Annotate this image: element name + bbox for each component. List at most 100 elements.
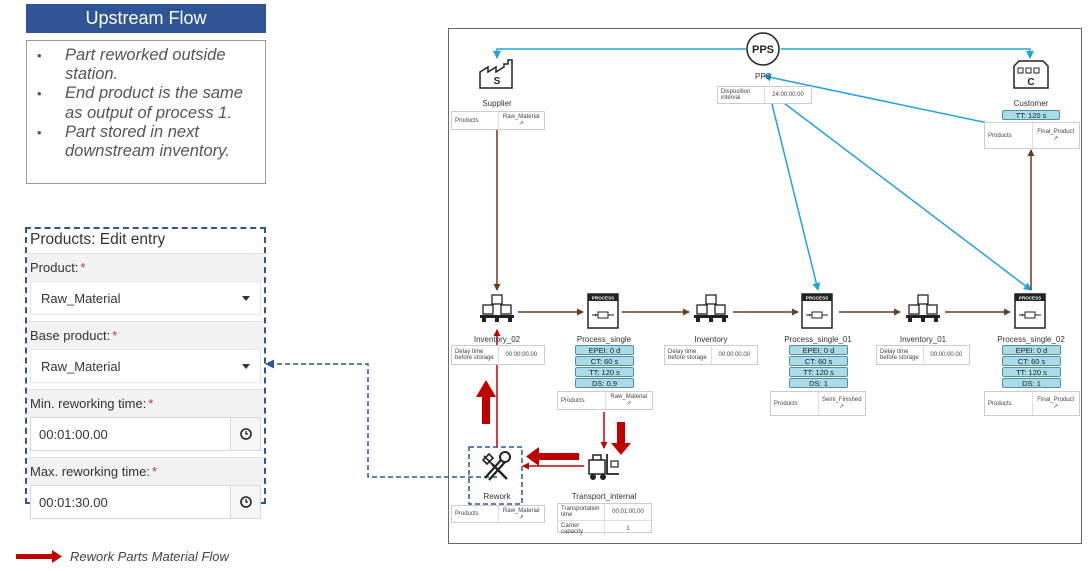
carrier-capacity-value: 1 [626, 526, 630, 532]
rework-properties: Products Raw_Material ↗ [451, 505, 545, 523]
external-link-icon[interactable]: ↗ [518, 121, 524, 127]
process-single-products-key: Products [558, 392, 606, 409]
clock-button[interactable] [231, 417, 261, 451]
inventory-value: 00:00:00.00 [718, 352, 751, 358]
supplier-label: Supplier [482, 99, 512, 108]
process-single-01-properties: Products Semi_Finished ↗ [770, 391, 866, 416]
required-mark: * [80, 260, 86, 275]
supplier-properties: Products Raw_Material ↗ [451, 111, 545, 130]
product-select[interactable]: Raw_Material [30, 281, 261, 315]
process-single-epei-chip: EPEI: 0 d [575, 345, 634, 355]
carrier-capacity-key: Carrier capacity [558, 521, 605, 537]
inventory-02-key: Delay time before storage [452, 346, 499, 364]
inventory-properties: Delay time before storage 00:00:00.00 [664, 345, 758, 365]
notes-box: Part reworked outside station. End produ… [26, 40, 266, 184]
products-edit-form: Products: Edit entry Product:* Raw_Mater… [25, 227, 266, 519]
product-label: Product:* [27, 253, 264, 281]
customer-products-key: Products [985, 123, 1033, 148]
external-link-icon[interactable]: ↗ [626, 401, 632, 407]
external-link-icon[interactable]: ↗ [839, 404, 845, 410]
process-single-02-label: Process_single_02 [997, 335, 1065, 344]
pps-label: PPS [754, 72, 772, 81]
max-rework-label: Max. reworking time:* [27, 457, 264, 485]
pps-properties: Disposition interval 24:00:00.00 [717, 86, 812, 104]
customer-label: Customer [1013, 99, 1049, 108]
product-select-value: Raw_Material [41, 290, 121, 306]
customer-products-value[interactable]: Final_Product ↗ [1033, 123, 1080, 148]
supplier-products-key: Products [452, 112, 499, 129]
process-single-02-epei-chip: EPEI: 0 d [1002, 345, 1061, 355]
process-single-label: Process_single [576, 335, 632, 344]
process-single-02-products-value[interactable]: Final_Product ↗ [1033, 392, 1080, 415]
process-single-products-text: Raw_Material [610, 394, 648, 400]
inventory-label: Inventory [694, 335, 728, 344]
inventory-02-properties: Delay time before storage 00:00:00.00 [451, 345, 545, 365]
external-link-icon[interactable]: ↗ [1053, 404, 1059, 410]
base-product-select-value: Raw_Material [41, 358, 121, 374]
required-mark: * [151, 464, 157, 479]
customer-chips: TT: 120 s [1002, 110, 1060, 120]
clock-icon [239, 428, 252, 440]
max-rework-time-field: 00:01:30.00 [30, 485, 261, 519]
rework-products-value[interactable]: Raw_Material ↗ [499, 506, 545, 522]
process-single-products-value[interactable]: Raw_Material ↗ [606, 392, 653, 409]
caret-down-icon [242, 363, 250, 369]
transport-label: Transport_internal [571, 492, 637, 501]
inventory-01-value: 00:00:00.00 [930, 352, 963, 358]
process-single-01-epei-chip: EPEI: 0 d [789, 345, 848, 355]
max-rework-label-text: Max. reworking time: [30, 464, 150, 479]
process-single-02-products-text: Final_Product [1037, 397, 1075, 403]
customer-tt-chip: TT: 120 s [1002, 110, 1060, 120]
transport-time-key: Transportation time [558, 504, 605, 520]
process-single-01-products-value[interactable]: Semi_Finished ↗ [819, 392, 866, 415]
note-item: Part reworked outside station. [33, 46, 259, 84]
external-link-icon[interactable]: ↗ [518, 514, 524, 521]
min-rework-label: Min. reworking time:* [27, 389, 264, 417]
inventory-key: Delay time before storage [665, 346, 712, 364]
rework-label: Rework [483, 492, 511, 501]
base-product-label-text: Base product: [30, 328, 111, 343]
rework-products-text: Raw_Material [502, 507, 540, 514]
required-mark: * [112, 328, 118, 343]
process-single-02-properties: Products Final_Product ↗ [984, 391, 1080, 416]
legend-rework-flow-label: Rework Parts Material Flow [70, 549, 229, 564]
min-rework-time-input[interactable]: 00:01:00.00 [30, 417, 231, 451]
customer-products-text: Final_Product [1037, 129, 1075, 135]
process-single-01-tt-chip: TT: 120 s [789, 367, 848, 377]
pps-disposition-value: 24:00:00.00 [772, 92, 804, 98]
process-single-01-label: Process_single_01 [784, 335, 852, 344]
max-rework-time-input[interactable]: 00:01:30.00 [30, 485, 231, 519]
supplier-products-value[interactable]: Raw_Material ↗ [499, 112, 545, 129]
external-link-icon[interactable]: ↗ [1053, 136, 1059, 142]
customer-properties: Products Final_Product ↗ [984, 122, 1080, 149]
process-single-01-ct-chip: CT: 60 s [789, 356, 848, 366]
transport-properties: Transportation time 00:01:00.00 Carrier … [557, 503, 652, 537]
process-single-02-tt-chip: TT: 120 s [1002, 367, 1061, 377]
min-rework-time-field: 00:01:00.00 [30, 417, 261, 451]
notes-list: Part reworked outside station. End produ… [33, 46, 259, 161]
required-mark: * [148, 396, 154, 411]
form-title: Products: Edit entry [30, 231, 166, 248]
panel-title: Upstream Flow [26, 4, 266, 33]
process-single-02-chips: EPEI: 0 d CT: 60 s TT: 120 s DS: 1 [1002, 345, 1061, 388]
process-single-02-products-key: Products [985, 392, 1033, 415]
clock-button[interactable] [231, 485, 261, 519]
base-product-select[interactable]: Raw_Material [30, 349, 261, 383]
supplier-products-text: Raw_Material [502, 114, 540, 120]
transport-row: Transportation time 00:01:00.00 [558, 504, 651, 521]
process-single-02-ct-chip: CT: 60 s [1002, 356, 1061, 366]
process-single-tt-chip: TT: 120 s [575, 367, 634, 377]
rework-products-key: Products [452, 506, 499, 522]
process-single-01-products-text: Semi_Finished [821, 397, 862, 403]
process-single-01-products-key: Products [771, 392, 819, 415]
inventory-01-key: Delay time before storage [877, 346, 924, 364]
process-single-ds-chip: DS: 0.9 [575, 378, 634, 388]
process-single-01-chips: EPEI: 0 d CT: 60 s TT: 120 s DS: 1 [789, 345, 848, 388]
inventory-02-label: Inventory_02 [473, 335, 521, 344]
process-single-01-ds-chip: DS: 1 [789, 378, 848, 388]
legend-rework-arrow [16, 550, 62, 563]
process-single-properties: Products Raw_Material ↗ [557, 391, 653, 410]
inventory-01-label: Inventory_01 [899, 335, 947, 344]
clock-icon [239, 496, 252, 508]
pps-disposition-key: Disposition interval [718, 87, 765, 103]
